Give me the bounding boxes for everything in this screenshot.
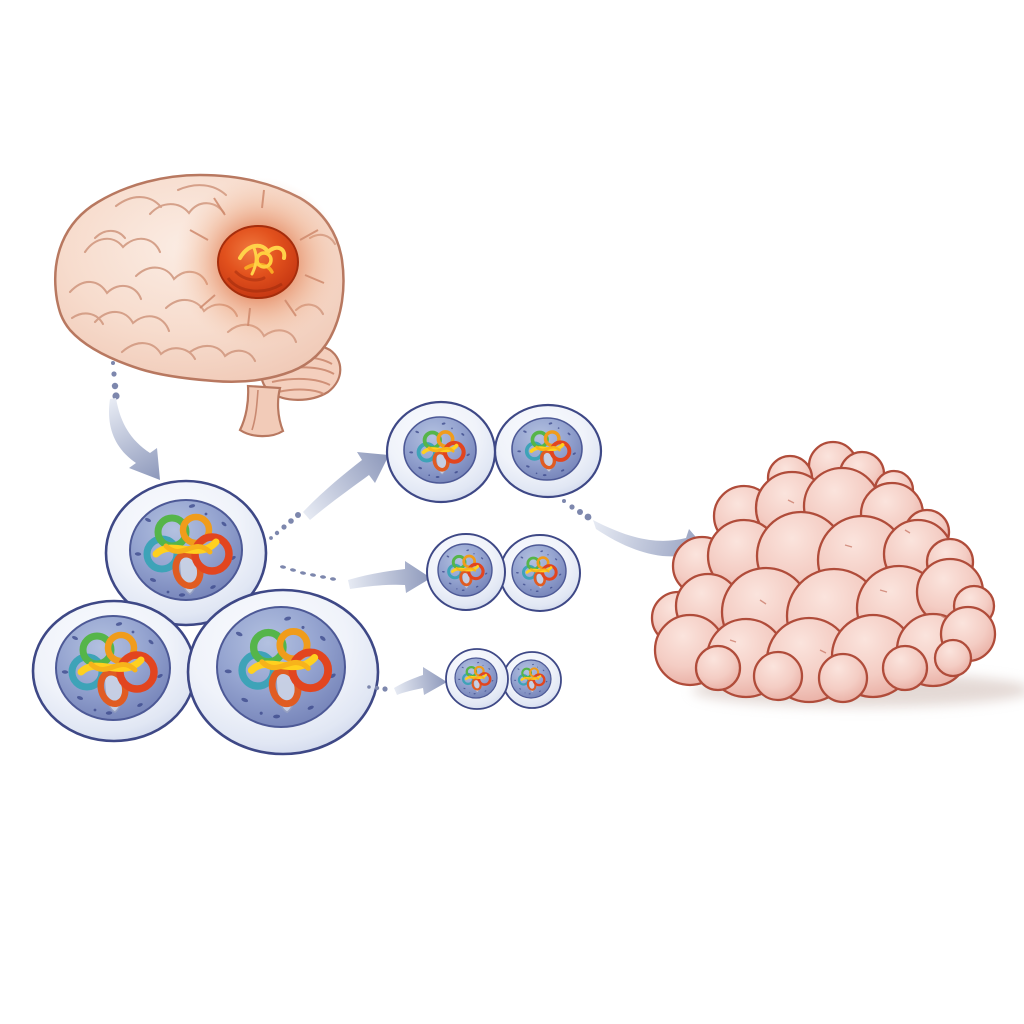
tumor-cell-bump: [694, 644, 742, 692]
dotted-trail: [269, 512, 301, 540]
cancer-cell-cluster-icon: [31, 479, 380, 756]
arrow-to-pair-bottom-icon: [367, 667, 447, 695]
arrow-to-pair-top-icon: [269, 452, 389, 540]
dotted-trail: [367, 685, 388, 692]
dividing-cell-pair-top: [385, 400, 603, 504]
dotted-trail: [280, 565, 336, 581]
tumor-mass-icon: [650, 440, 1024, 707]
tumor-cell-bumps: [650, 440, 997, 704]
daughter-cell-left: [426, 533, 506, 611]
daughter-cell-left: [445, 648, 509, 710]
cancer-cell-3: [186, 588, 380, 756]
arrow-swoosh: [303, 452, 389, 520]
brainstem: [238, 384, 285, 438]
tumor-cell-bump: [881, 644, 929, 692]
dotted-trail: [111, 361, 120, 400]
brain-with-tumor-icon: [54, 173, 345, 438]
dividing-cell-pair-middle: [426, 533, 581, 612]
tumor-radiating-folds: [189, 189, 325, 327]
cancer-cell-1: [104, 479, 268, 627]
tumor-cell-bump: [817, 652, 869, 704]
daughter-cell-right: [499, 534, 581, 612]
arrow-to-pair-middle-icon: [280, 561, 431, 593]
tumor-core-shading: [226, 277, 283, 293]
arrow-brain-to-cells-icon: [109, 361, 160, 480]
daughter-cell-left: [385, 400, 497, 504]
tumor-cell-bump: [933, 638, 973, 678]
arrow-swoosh: [394, 667, 447, 695]
tumor-cell-bump: [752, 650, 804, 702]
dotted-trail: [562, 499, 592, 521]
tumor-chromatin-squiggles: [234, 243, 287, 282]
dividing-cell-pair-bottom: [445, 648, 562, 710]
daughter-cell-right: [502, 651, 562, 709]
arrow-swoosh: [348, 561, 431, 593]
brainstem-line: [251, 389, 259, 431]
tumor-texture-flecks: [729, 499, 946, 654]
daughter-cell-right: [493, 403, 603, 499]
arrow-swoosh: [109, 398, 160, 480]
cancer-cell-2: [31, 599, 197, 743]
